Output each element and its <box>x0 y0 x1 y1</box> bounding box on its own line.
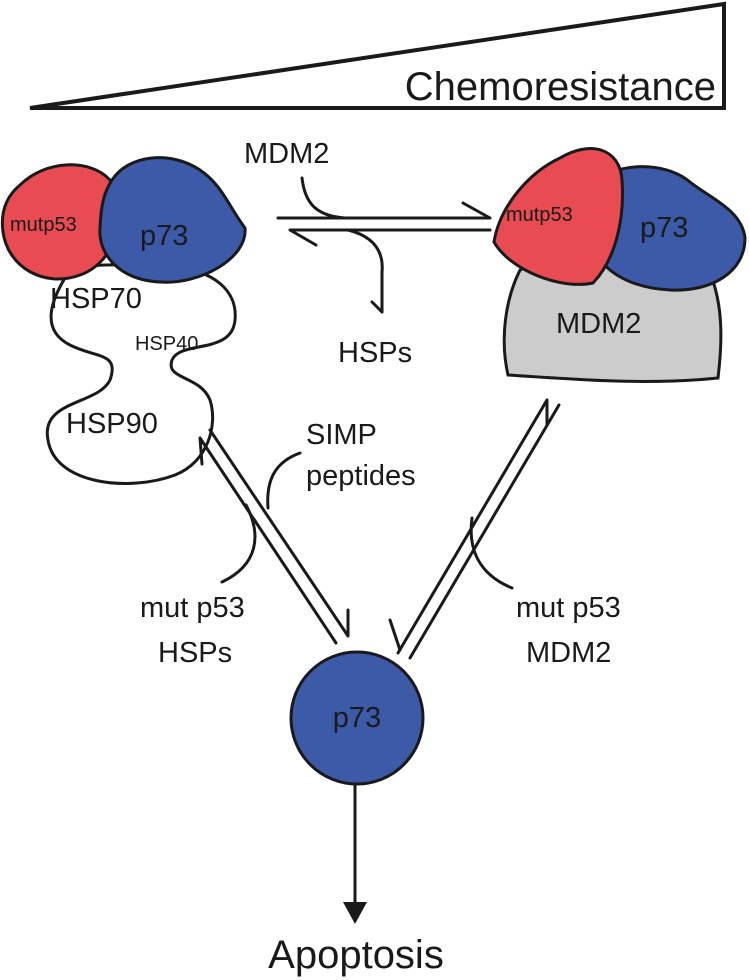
mdm2-complex-mutp53-label: mutp53 <box>506 204 573 226</box>
free-p73-circle <box>289 650 425 786</box>
top-arrow-mdm2-label: MDM2 <box>244 138 329 170</box>
apoptosis-label: Apoptosis <box>268 933 444 977</box>
mdm2-complex-mutp53-subunit <box>492 147 624 286</box>
hsp-complex <box>0 156 247 485</box>
simp-label-line1: SIMP <box>306 419 377 451</box>
mdm2-label: MDM2 <box>556 308 641 340</box>
left-input-label-line2: HSPs <box>158 637 232 669</box>
chemoresistance-wedge <box>29 1 726 110</box>
right-input-label-line1: mut p53 <box>516 592 621 624</box>
simp-peptides-inhibitor-curve <box>266 451 302 510</box>
hsps-output-curve <box>346 228 384 314</box>
simp-label-line2: peptides <box>306 460 416 492</box>
hsp40-label: HSP40 <box>135 333 198 355</box>
chemoresistance-label: Chemoresistance <box>405 65 716 109</box>
hsp-complex-mutp53-label: mutp53 <box>10 214 77 236</box>
left-equilibrium-arrow <box>198 428 350 645</box>
mutp53-subunit <box>0 163 122 281</box>
hsp90-label: HSP90 <box>66 408 158 440</box>
right-input-curve <box>469 516 514 590</box>
top-equilibrium-arrow <box>276 176 492 314</box>
mdm2-complex-p73-label: p73 <box>640 212 688 244</box>
left-input-curve <box>220 503 257 584</box>
hsp70-label: HSP70 <box>50 283 142 315</box>
p73-subunit <box>98 156 247 284</box>
hsp-complex-p73-label: p73 <box>140 220 188 252</box>
apoptosis-arrow-head <box>343 902 367 924</box>
free-p73-label: p73 <box>333 702 381 734</box>
mdm2-input-curve <box>300 176 347 220</box>
left-input-label-line1: mut p53 <box>140 592 245 624</box>
right-equilibrium-arrow <box>388 398 561 660</box>
mdm2-complex <box>492 147 747 383</box>
right-input-label-line2: MDM2 <box>526 637 611 669</box>
top-arrow-hsps-label: HSPs <box>338 337 412 369</box>
